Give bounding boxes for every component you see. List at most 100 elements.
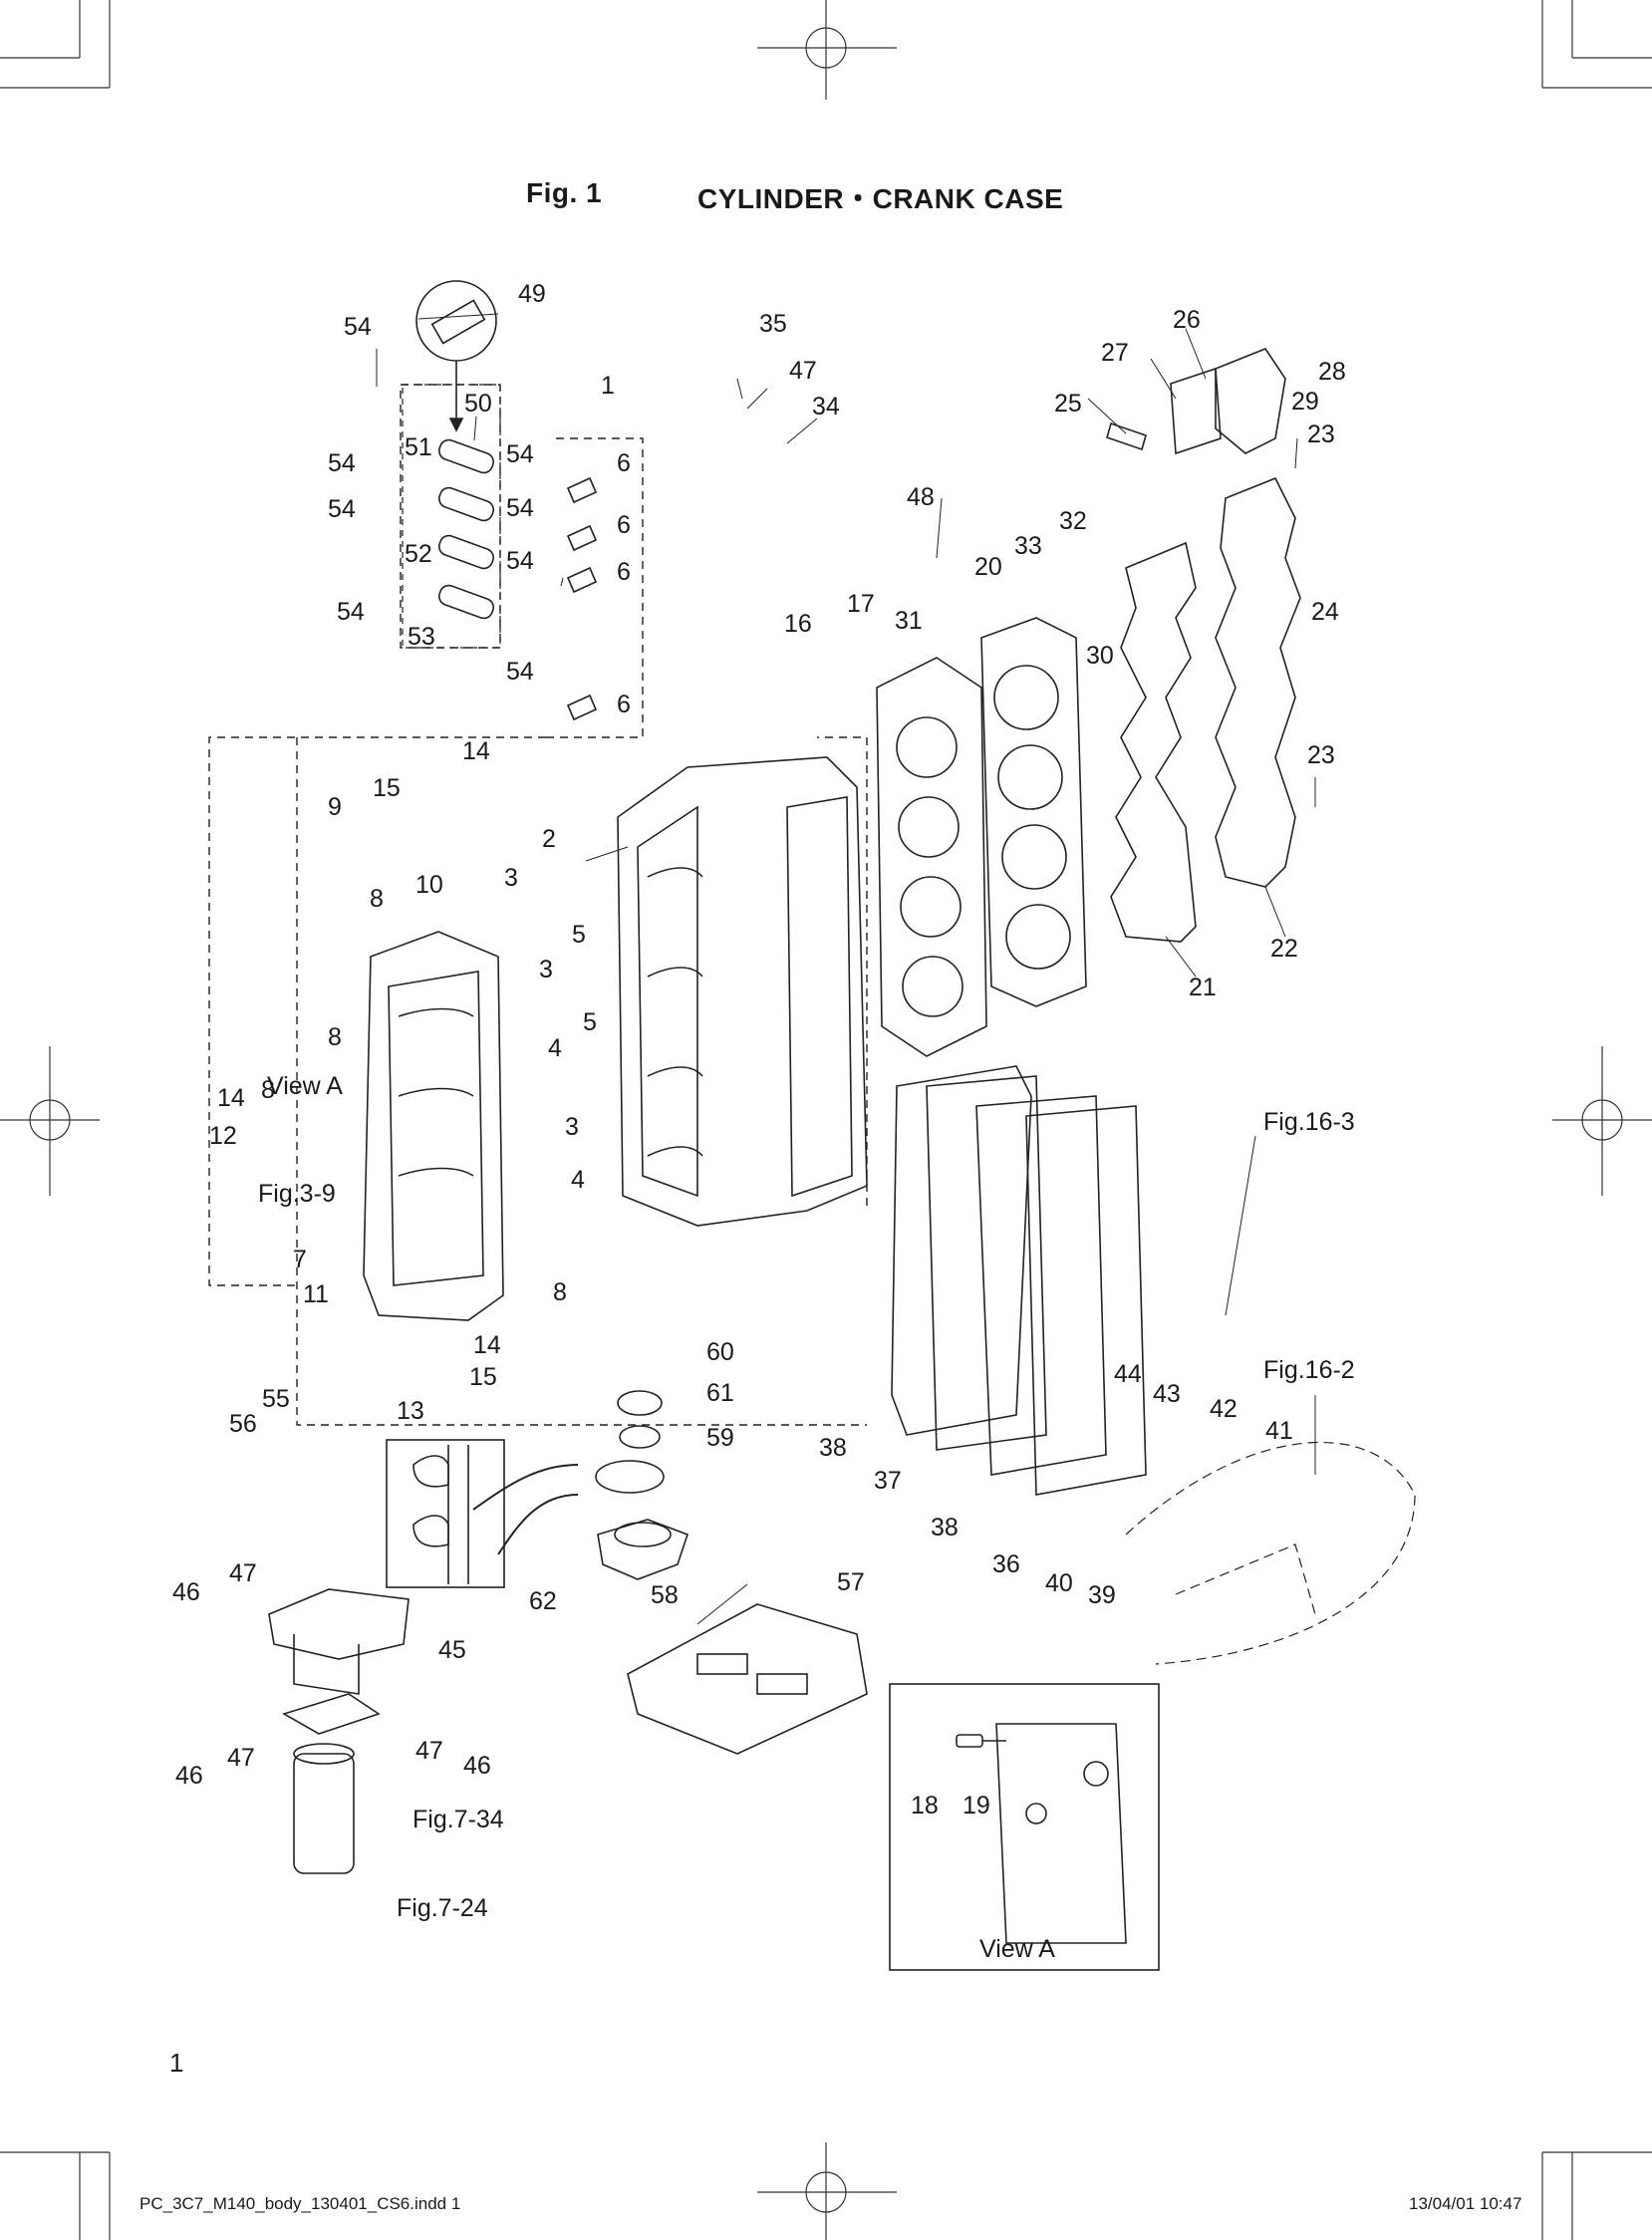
label-8: 8 xyxy=(261,1076,275,1104)
label-61: 61 xyxy=(706,1379,734,1407)
label-54: 54 xyxy=(328,449,356,477)
group-boxes xyxy=(208,384,868,1426)
label-3: 3 xyxy=(539,956,553,983)
label-12: 12 xyxy=(209,1122,237,1150)
label-8: 8 xyxy=(553,1278,567,1306)
label-47: 47 xyxy=(227,1744,255,1772)
leader-lines xyxy=(376,313,1316,1625)
label-48: 48 xyxy=(907,483,935,511)
registration-mark-bottom xyxy=(757,2142,897,2240)
elbow-fittings xyxy=(566,476,598,721)
label-22: 22 xyxy=(1270,935,1298,963)
label-18: 18 xyxy=(911,1792,939,1820)
label-57: 57 xyxy=(837,1568,865,1596)
figure-number: Fig. 1 xyxy=(526,177,603,208)
label-44: 44 xyxy=(1114,1360,1142,1388)
label-13: 13 xyxy=(397,1397,424,1425)
label-53: 53 xyxy=(408,623,435,651)
label-10: 10 xyxy=(415,871,443,899)
label-47: 47 xyxy=(229,1559,257,1587)
head-cover xyxy=(1215,476,1301,888)
label-5: 5 xyxy=(583,1008,597,1036)
label-6: 6 xyxy=(617,511,631,539)
exhaust-plates xyxy=(891,1065,1147,1496)
label-35: 35 xyxy=(759,310,787,338)
head-cover-gasket xyxy=(1110,541,1197,943)
label-46: 46 xyxy=(463,1752,491,1780)
label-31: 31 xyxy=(895,607,923,635)
label-37: 37 xyxy=(874,1467,902,1495)
label-11: 11 xyxy=(303,1280,329,1308)
seal-assembly xyxy=(595,1390,689,1580)
label-14: 14 xyxy=(462,737,490,765)
label-56: 56 xyxy=(229,1410,257,1438)
label-3: 3 xyxy=(504,864,518,892)
label-60: 60 xyxy=(706,1338,734,1366)
print-slug-datetime: 13/04/01 10:47 xyxy=(1409,2194,1522,2213)
label-54: 54 xyxy=(506,547,534,575)
label-34: 34 xyxy=(812,393,840,420)
label-25: 25 xyxy=(1054,390,1082,418)
label-15: 15 xyxy=(373,774,401,802)
label-54: 54 xyxy=(506,440,534,468)
part-number-labels: 49 54 50 51 54 54 54 54 52 54 54 53 54 1… xyxy=(172,280,1355,1963)
label-62: 62 xyxy=(529,1587,557,1615)
label-49: 49 xyxy=(518,280,546,308)
label-5: 5 xyxy=(572,921,586,949)
label-36: 36 xyxy=(992,1550,1020,1578)
label-47: 47 xyxy=(415,1737,443,1765)
label-51: 51 xyxy=(405,433,432,461)
label-9: 9 xyxy=(328,793,342,821)
label-29: 29 xyxy=(1291,388,1319,416)
label-6: 6 xyxy=(617,449,631,477)
label-30: 30 xyxy=(1086,642,1114,670)
label-42: 42 xyxy=(1210,1395,1238,1423)
fig-3-9-reference: Fig.3-9 xyxy=(258,1180,336,1208)
label-4: 4 xyxy=(548,1034,562,1062)
registration-mark-right xyxy=(1552,1046,1652,1196)
label-20: 20 xyxy=(974,553,1002,581)
label-45: 45 xyxy=(438,1636,466,1664)
thermostat-cover xyxy=(1106,348,1286,455)
seal-inset xyxy=(386,1439,579,1588)
cover-gasket xyxy=(627,1603,868,1755)
label-23: 23 xyxy=(1307,741,1335,769)
label-1: 1 xyxy=(601,372,615,400)
label-54: 54 xyxy=(328,495,356,523)
label-8: 8 xyxy=(328,1023,342,1051)
label-2: 2 xyxy=(542,825,556,853)
page-number: 1 xyxy=(169,2048,184,2078)
view-a-label: View A xyxy=(267,1072,343,1100)
label-40: 40 xyxy=(1045,1569,1073,1597)
label-3: 3 xyxy=(565,1113,579,1141)
label-43: 43 xyxy=(1153,1380,1181,1408)
label-15: 15 xyxy=(469,1363,497,1391)
fig-7-24-reference: Fig.7-24 xyxy=(397,1894,488,1922)
fig-7-34-reference: Fig.7-34 xyxy=(413,1806,504,1833)
cylinder-block xyxy=(617,756,868,1227)
label-21: 21 xyxy=(1189,974,1217,1001)
label-47: 47 xyxy=(789,357,817,385)
label-59: 59 xyxy=(706,1424,734,1452)
sleeve-group-box xyxy=(402,384,501,649)
label-54: 54 xyxy=(344,313,372,341)
label-7: 7 xyxy=(293,1246,307,1273)
label-8: 8 xyxy=(370,885,384,913)
label-23: 23 xyxy=(1307,420,1335,448)
label-6: 6 xyxy=(617,558,631,586)
label-33: 33 xyxy=(1014,532,1042,560)
inset-49 xyxy=(415,280,497,432)
label-28: 28 xyxy=(1318,358,1346,386)
label-52: 52 xyxy=(405,540,432,568)
engine-outline xyxy=(1125,1441,1416,1665)
fig-16-2-reference: Fig.16-2 xyxy=(1263,1356,1355,1384)
sleeve-pipes xyxy=(438,438,494,620)
label-38: 38 xyxy=(819,1434,847,1462)
label-27: 27 xyxy=(1101,339,1129,367)
label-16: 16 xyxy=(784,610,812,638)
label-58: 58 xyxy=(651,1581,679,1609)
label-55: 55 xyxy=(262,1385,290,1413)
label-4: 4 xyxy=(571,1166,585,1194)
